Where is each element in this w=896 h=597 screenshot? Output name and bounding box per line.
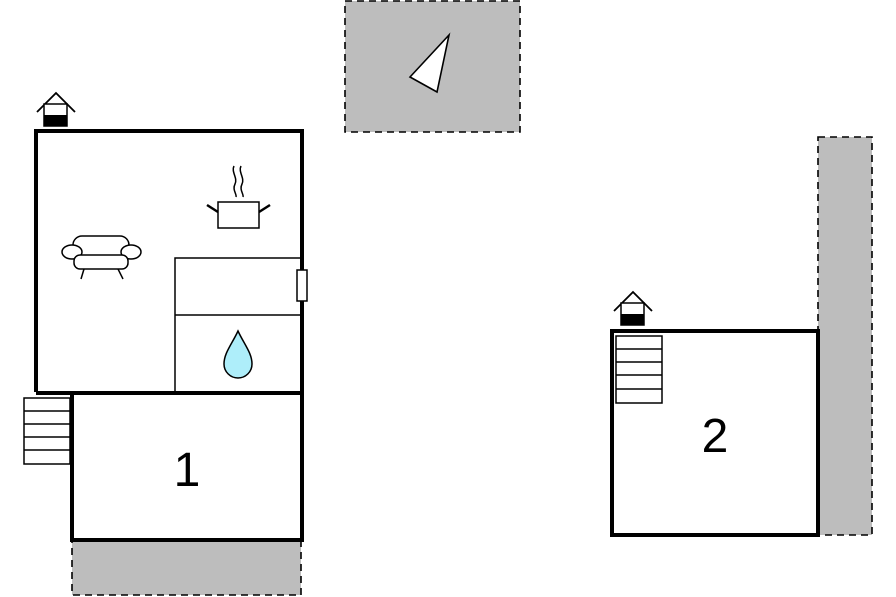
compass-area xyxy=(344,0,521,133)
floor-2-walls xyxy=(610,329,820,537)
terrace-bottom xyxy=(71,540,302,596)
bathroom-block xyxy=(174,257,302,394)
entrance-icon xyxy=(36,91,76,127)
stairs-icon xyxy=(615,335,663,404)
window xyxy=(296,269,308,302)
sofa-icon xyxy=(61,235,142,280)
stairs-icon xyxy=(23,397,71,465)
floor-2-label: 2 xyxy=(702,410,729,463)
entrance-icon xyxy=(613,290,653,326)
floor-1-label: 1 xyxy=(174,444,201,497)
compass-icon xyxy=(408,32,451,94)
floor-1-plan: 1 xyxy=(23,91,308,542)
water-drop-icon xyxy=(223,329,253,379)
cooking-pot-icon xyxy=(206,165,271,229)
floor-2-plan: 2 xyxy=(610,290,820,537)
terrace-right xyxy=(817,136,873,536)
floor-1-upper-walls xyxy=(34,129,304,392)
